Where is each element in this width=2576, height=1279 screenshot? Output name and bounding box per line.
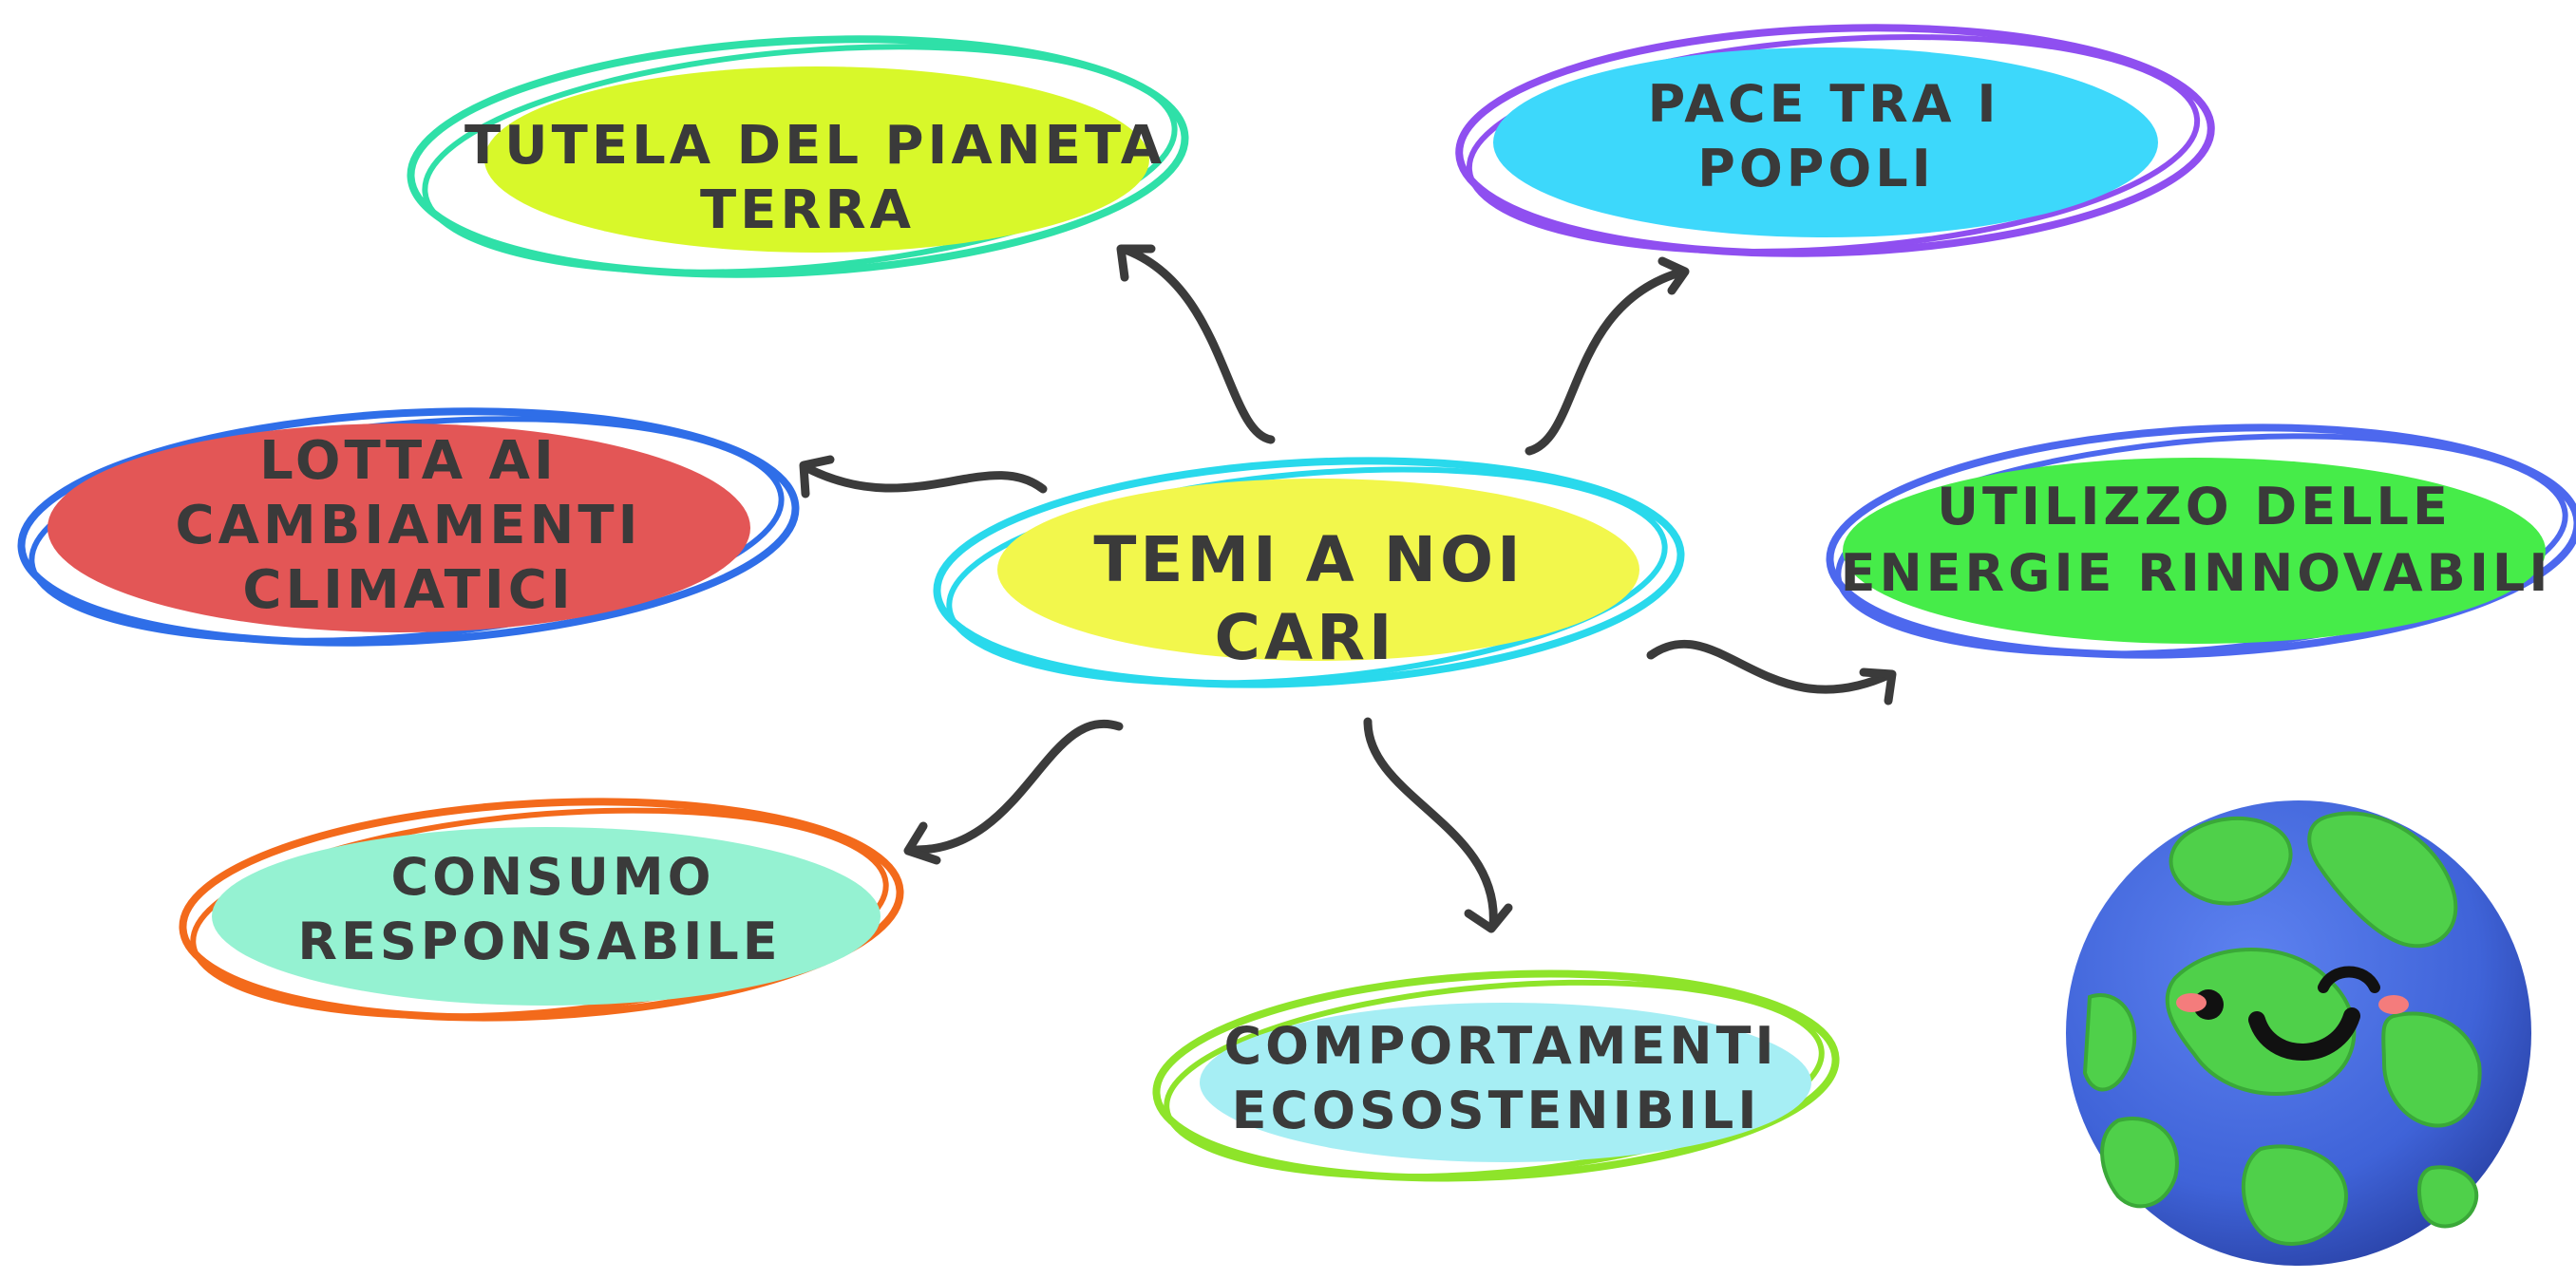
center-topic-line-1: TEMI A NOI — [1093, 523, 1524, 596]
center-topic: TEMI A NOI CARI — [933, 457, 1685, 688]
arrow-to-pace — [1525, 267, 1688, 456]
topic-pace-line-2: POPOLI — [1697, 139, 1934, 198]
topic-comportamenti: COMPORTAMENTI ECOSOSTENIBILI — [1152, 969, 1840, 1182]
topic-consumo-line-1: CONSUMO — [390, 847, 714, 907]
topic-consumo: CONSUMO RESPONSABILE — [179, 798, 904, 1022]
arrow-to-pace-head — [1657, 256, 1690, 295]
topic-lotta: LOTTA AI CAMBIAMENTI CLIMATICI — [17, 407, 800, 647]
arrow-to-utilizzo — [1646, 639, 1895, 694]
arrows — [799, 244, 1897, 933]
arrow-to-tutela-head — [1116, 244, 1156, 282]
topic-lotta-line-1: LOTTA AI — [259, 430, 558, 492]
center-topic-line-2: CARI — [1215, 601, 1396, 674]
arrow-to-comportamenti — [1363, 717, 1498, 931]
topic-tutela-line-2: TERRA — [700, 179, 915, 241]
arrow-to-lotta-head — [799, 455, 835, 498]
smiling-earth-globe-icon — [2066, 800, 2531, 1266]
topic-pace: PACE TRA I POPOLI — [1455, 24, 2215, 257]
arrow-to-tutela — [1118, 244, 1276, 444]
topic-comportamenti-line-1: COMPORTAMENTI — [1223, 1016, 1777, 1076]
arrow-to-utilizzo-head — [1859, 668, 1897, 705]
topic-lotta-line-3: CLIMATICI — [242, 559, 574, 621]
topic-comportamenti-line-2: ECOSOSTENIBILI — [1232, 1081, 1761, 1140]
topic-consumo-line-2: RESPONSABILE — [297, 912, 781, 971]
topic-utilizzo-line-2: ENERGIE RINNOVABILI — [1841, 543, 2552, 603]
arrow-to-comportamenti-head — [1464, 903, 1513, 933]
topic-tutela: TUTELA DEL PIANETA TERRA — [407, 35, 1189, 278]
topic-utilizzo: UTILIZZO DELLE ENERGIE RINNOVABILI — [1826, 423, 2576, 659]
arrow-to-consumo-head — [903, 821, 941, 865]
arrow-to-consumo — [905, 720, 1124, 855]
topic-pace-line-1: PACE TRA I — [1648, 74, 2000, 134]
topic-utilizzo-line-1: UTILIZZO DELLE — [1937, 477, 2452, 536]
topic-tutela-line-1: TUTELA DEL PIANETA — [464, 115, 1165, 177]
arrow-to-lotta — [801, 462, 1048, 494]
topic-lotta-line-2: CAMBIAMENTI — [176, 495, 642, 556]
